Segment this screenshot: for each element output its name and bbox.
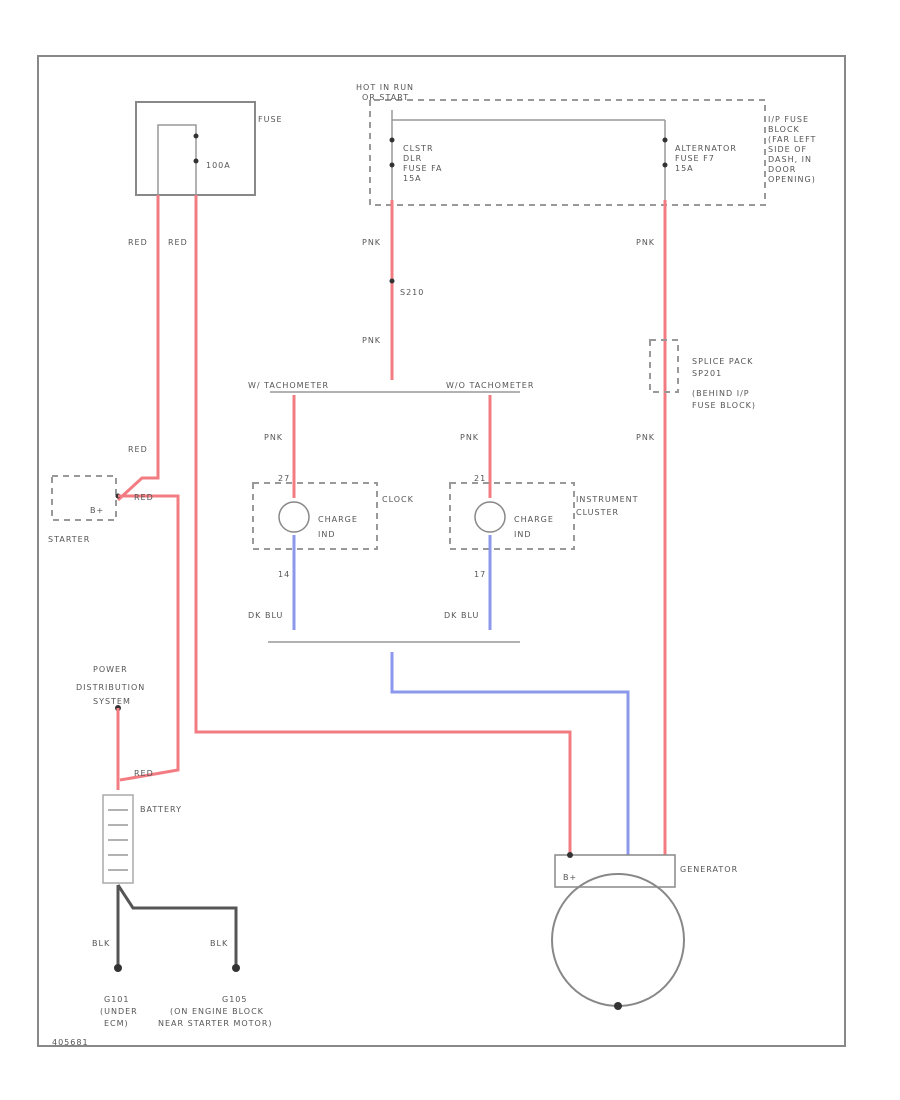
ground-right-3: NEAR STARTER MOTOR) — [158, 1019, 273, 1028]
ic-pin-top: 21 — [474, 474, 486, 483]
wire-label-red-2: RED — [168, 238, 188, 247]
red-wire-starter — [116, 195, 160, 502]
starter-label: STARTER — [48, 535, 90, 544]
svg-text:RED: RED — [134, 769, 154, 778]
hot-in-run-label: HOT IN RUN — [356, 83, 414, 92]
red-wire-generator — [194, 195, 572, 855]
fuse-f7-line1: ALTERNATOR — [675, 144, 737, 153]
blue-wire-generator — [390, 652, 630, 855]
generator-b-plus: B+ — [563, 873, 577, 882]
battery-symbol — [102, 794, 134, 884]
splice-pack-2: SP201 — [692, 369, 722, 378]
tach-w-label: W/ TACHOMETER — [248, 381, 329, 390]
clock-box — [252, 482, 378, 550]
svg-text:PNK: PNK — [636, 238, 655, 247]
red-wire-starter-battery — [118, 494, 180, 782]
footer-id: 405681 — [52, 1038, 89, 1047]
svg-text:PNK: PNK — [362, 336, 381, 345]
splice-pack-4: FUSE BLOCK) — [692, 401, 756, 410]
fuse-f7-line2: FUSE F7 — [675, 154, 715, 163]
generator-label: GENERATOR — [680, 865, 738, 874]
fuse-block-note-5: DASH, IN — [768, 155, 812, 164]
svg-text:OR START: OR START — [362, 93, 409, 102]
svg-text:DK BLU: DK BLU — [248, 611, 283, 620]
ic-charge-ind-2: IND — [514, 530, 532, 539]
wire-label-red-1: RED — [128, 238, 148, 247]
fuse-block-note-1: I/P FUSE — [768, 115, 809, 124]
clock-charge-ind-2: IND — [318, 530, 336, 539]
clock-pin-bot: 14 — [278, 570, 290, 579]
fuse-f7-line3: 15A — [675, 164, 694, 173]
fuse-fa-line1: CLSTR — [403, 144, 434, 153]
ic-label-1: INSTRUMENT — [576, 495, 639, 504]
instrument-cluster-box — [449, 482, 575, 550]
fuse-block-note-3: (FAR LEFT — [768, 135, 816, 144]
svg-text:BLK: BLK — [92, 939, 110, 948]
splice-s210: S210 — [400, 288, 424, 297]
splice-pack-box — [649, 339, 679, 393]
ic-charge-ind-1: CHARGE — [514, 515, 554, 524]
pds-line3: SYSTEM — [93, 697, 131, 706]
generator-symbol — [551, 873, 685, 1007]
ground-right-1: G105 — [222, 995, 247, 1004]
svg-text:PNK: PNK — [636, 433, 655, 442]
fuse-label: FUSE — [258, 115, 283, 124]
clock-charge-ind-1: CHARGE — [318, 515, 358, 524]
ic-label-2: CLUSTER — [576, 508, 619, 517]
fuse-block-note-7: OPENING) — [768, 175, 816, 184]
ic-pin-bot: 17 — [474, 570, 486, 579]
wire-label-red-3: RED — [128, 445, 148, 454]
black-wire-g105 — [116, 884, 238, 968]
svg-text:PNK: PNK — [264, 433, 283, 442]
ground-left-3: ECM) — [104, 1019, 129, 1028]
diagram-frame — [37, 55, 846, 1047]
fuse-fa-line4: 15A — [403, 174, 422, 183]
clock-pin-top: 27 — [278, 474, 290, 483]
ic-charge-indicator-bulb — [474, 501, 506, 533]
clock-charge-indicator-bulb — [278, 501, 310, 533]
generator-connector — [554, 854, 676, 888]
ground-left-2: (UNDER — [100, 1007, 138, 1016]
fuse-block-note-2: BLOCK — [768, 125, 800, 134]
fuse-block-note-4: SIDE OF — [768, 145, 807, 154]
battery-label: BATTERY — [140, 805, 182, 814]
pds-line1: POWER — [93, 665, 128, 674]
starter-b-plus: B+ — [90, 506, 104, 515]
svg-text:PNK: PNK — [460, 433, 479, 442]
fuse-fa-line2: DLR — [403, 154, 422, 163]
svg-text:PNK: PNK — [362, 238, 381, 247]
clock-label: CLOCK — [382, 495, 414, 504]
tach-wo-label: W/O TACHOMETER — [446, 381, 534, 390]
fuse-fa-line3: FUSE FA — [403, 164, 442, 173]
fuse-block-note-6: DOOR — [768, 165, 796, 174]
svg-text:BLK: BLK — [210, 939, 228, 948]
ground-right-2: (ON ENGINE BLOCK — [170, 1007, 264, 1016]
starter-box — [51, 475, 117, 521]
splice-pack-1: SPLICE PACK — [692, 357, 753, 366]
svg-text:DK BLU: DK BLU — [444, 611, 479, 620]
svg-text:RED: RED — [134, 493, 154, 502]
pds-line2: DISTRIBUTION — [76, 683, 145, 692]
fuse-rating: 100A — [206, 161, 231, 170]
ground-left-1: G101 — [104, 995, 129, 1004]
splice-pack-3: (BEHIND I/P — [692, 389, 750, 398]
